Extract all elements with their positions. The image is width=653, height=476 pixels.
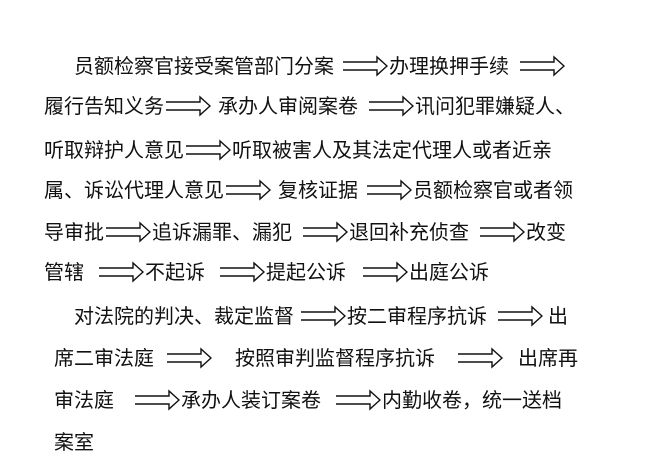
- double-arrow-icon: [479, 221, 525, 243]
- step-text: 承办人审阅案卷: [218, 94, 358, 118]
- step-text: 改变: [526, 220, 566, 244]
- step-text: 内勤收卷，统一送档: [382, 388, 562, 412]
- step-text: 审法庭: [54, 388, 114, 412]
- double-arrow-icon: [134, 389, 180, 411]
- double-arrow-icon: [342, 55, 388, 77]
- step-text: 管辖: [44, 260, 84, 284]
- step-text: 追诉漏罪、漏犯: [152, 220, 292, 244]
- double-arrow-icon: [368, 95, 414, 117]
- flow-b-line-4: 案室: [54, 428, 94, 456]
- step-text: 案室: [54, 430, 94, 454]
- step-text: 员额检察官接受案管部门分案: [74, 54, 334, 78]
- step-text: 按照审判监督程序抗诉: [235, 346, 435, 370]
- flow-b-line-2: 席二审法庭 按照审判监督程序抗诉 出席再: [54, 344, 578, 372]
- double-arrow-icon: [166, 347, 212, 369]
- double-arrow-icon: [165, 95, 211, 117]
- double-arrow-icon: [497, 305, 543, 327]
- step-text: 员额检察官或者领: [413, 178, 573, 202]
- flow-a-line-6: 管辖 不起诉 提起公诉 出庭公诉: [44, 258, 489, 286]
- step-text: 履行告知义务: [44, 94, 164, 118]
- step-text: 听取被害人及其法定代理人或者近亲: [232, 138, 552, 162]
- step-text: 出: [548, 304, 568, 328]
- double-arrow-icon: [457, 347, 503, 369]
- flow-a-line-4: 属、诉讼代理人意见 复核证据 员额检察官或者领: [44, 176, 573, 204]
- double-arrow-icon: [225, 179, 271, 201]
- flow-a-line-3: 听取辩护人意见 听取被害人及其法定代理人或者近亲: [44, 136, 552, 164]
- step-text: 导审批: [44, 220, 104, 244]
- double-arrow-icon: [362, 261, 408, 283]
- flow-b-line-1: 对法院的判决、裁定监督 按二审程序抗诉 出: [74, 302, 568, 330]
- step-text: 出席再: [518, 346, 578, 370]
- step-text: 办理换押手续: [389, 54, 509, 78]
- double-arrow-icon: [302, 221, 348, 243]
- double-arrow-icon: [185, 139, 231, 161]
- double-arrow-icon: [300, 305, 346, 327]
- flow-a-line-2: 履行告知义务 承办人审阅案卷 讯问犯罪嫌疑人、: [44, 92, 575, 120]
- step-text: 复核证据: [278, 178, 358, 202]
- double-arrow-icon: [98, 261, 144, 283]
- double-arrow-icon: [519, 55, 565, 77]
- step-text: 对法院的判决、裁定监督: [74, 304, 294, 328]
- step-text: 不起诉: [145, 260, 205, 284]
- step-text: 提起公诉: [266, 260, 346, 284]
- step-text: 听取辩护人意见: [44, 138, 184, 162]
- step-text: 承办人装订案卷: [181, 388, 321, 412]
- step-text: 讯问犯罪嫌疑人、: [415, 94, 575, 118]
- step-text: 出庭公诉: [409, 260, 489, 284]
- step-text: 属、诉讼代理人意见: [44, 178, 224, 202]
- step-text: 退回补充侦查: [349, 220, 469, 244]
- double-arrow-icon: [219, 261, 265, 283]
- double-arrow-icon: [366, 179, 412, 201]
- step-text: 席二审法庭: [54, 346, 154, 370]
- flow-a-line-1: 员额检察官接受案管部门分案 办理换押手续: [74, 52, 566, 80]
- step-text: 按二审程序抗诉: [347, 304, 487, 328]
- double-arrow-icon: [335, 389, 381, 411]
- double-arrow-icon: [105, 221, 151, 243]
- flow-a-line-5: 导审批 追诉漏罪、漏犯 退回补充侦查 改变: [44, 218, 566, 246]
- flow-b-line-3: 审法庭 承办人装订案卷 内勤收卷，统一送档: [54, 386, 562, 414]
